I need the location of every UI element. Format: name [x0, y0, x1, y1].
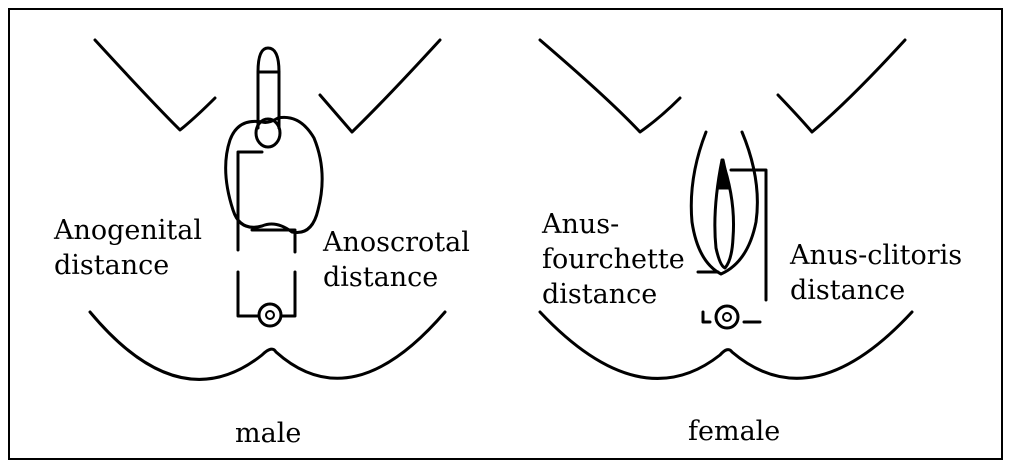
label-anogenital-line1: Anogenital	[54, 213, 202, 248]
label-anoscrotal-line2: distance	[323, 260, 470, 295]
female-clitoris	[718, 160, 729, 188]
label-anoscrotal-line1: Anoscrotal	[323, 225, 470, 260]
caption-male: male	[235, 416, 301, 451]
male-scrotum	[226, 117, 323, 232]
label-anus-fourchette-line2: fourchette	[542, 242, 685, 277]
male-figure	[90, 40, 445, 379]
caption-female: female	[688, 414, 780, 449]
male-anus-center	[266, 311, 274, 319]
label-anus-clitoris-line2: distance	[790, 273, 962, 308]
female-outer-labia	[691, 132, 757, 274]
anogenital-bracket	[238, 152, 262, 316]
male-right-thigh-curve	[320, 40, 440, 132]
female-buttocks-curve	[540, 312, 912, 378]
label-anus-fourchette-line1: Anus-	[542, 207, 685, 242]
label-anus-fourchette-distance: Anus- fourchette distance	[542, 207, 685, 312]
label-anus-clitoris-distance: Anus-clitoris distance	[790, 238, 962, 308]
female-anus-center	[723, 313, 731, 321]
female-left-thigh-curve	[540, 40, 680, 132]
male-buttocks-curve	[90, 312, 445, 379]
female-anus	[716, 306, 738, 328]
male-anus	[259, 304, 281, 326]
male-left-thigh-curve	[95, 40, 215, 130]
label-anogenital-line2: distance	[54, 248, 202, 283]
female-right-thigh-curve	[778, 40, 905, 132]
label-anus-clitoris-line1: Anus-clitoris	[790, 238, 962, 273]
label-anogenital-distance: Anogenital distance	[54, 213, 202, 283]
label-anus-fourchette-line3: distance	[542, 277, 685, 312]
label-anoscrotal-distance: Anoscrotal distance	[323, 225, 470, 295]
male-penis	[258, 48, 279, 128]
